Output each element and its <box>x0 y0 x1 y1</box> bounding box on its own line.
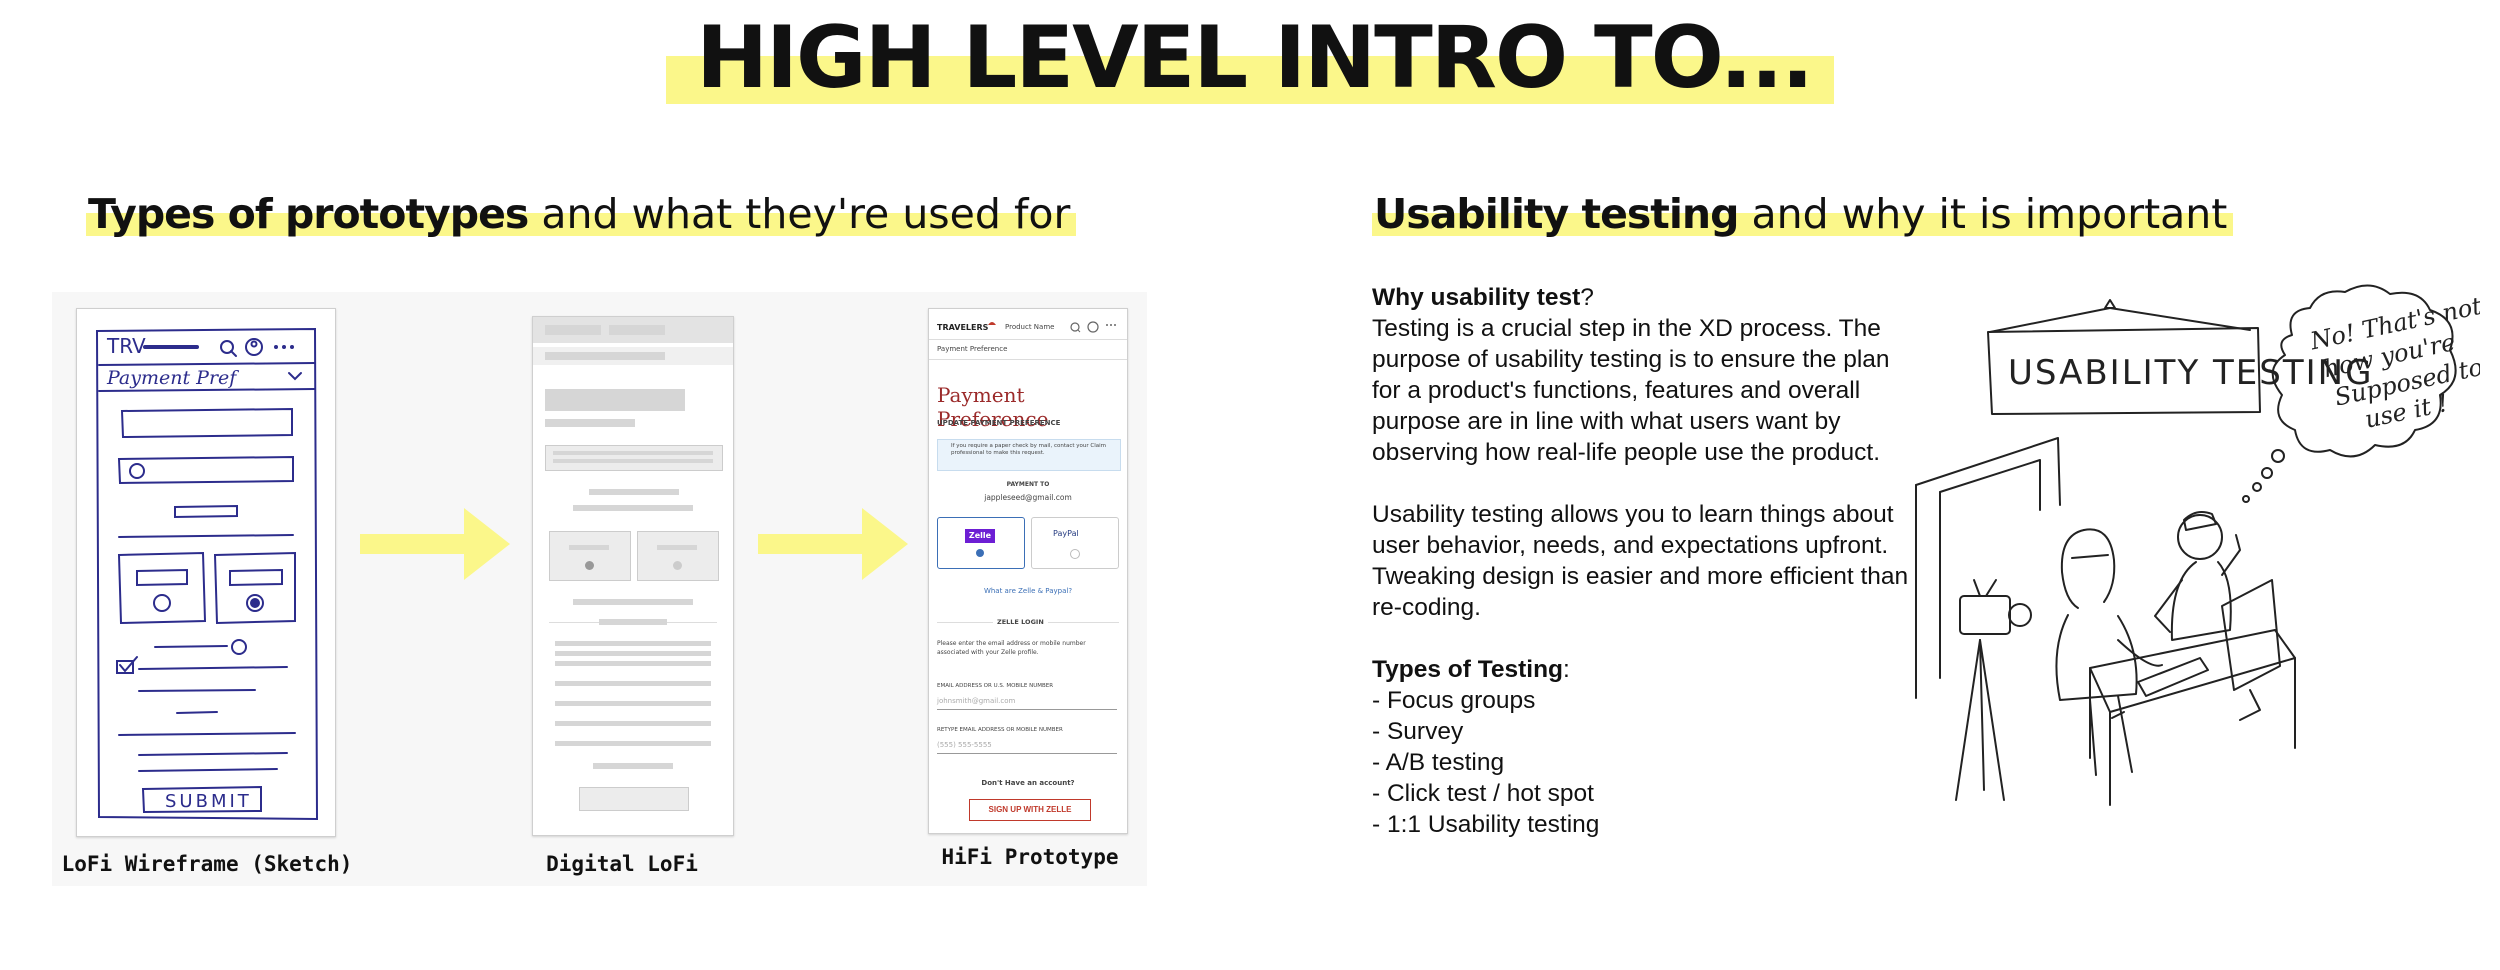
umbrella-icon <box>988 322 996 325</box>
label-hifi: HiFi Prototype <box>941 845 1119 869</box>
header-icons <box>1070 321 1116 333</box>
types-list-item: - Survey <box>1372 718 1464 745</box>
usability-body: Why usability test? Testing is a crucial… <box>1372 282 1912 840</box>
prototypes-heading: Types of prototypes and what they're use… <box>86 190 1077 238</box>
hifi-link: What are Zelle & Paypal? <box>983 587 1073 595</box>
types-list-item: - Focus groups <box>1372 687 1536 714</box>
page-title: HIGH LEVEL INTRO TO... <box>0 8 2500 108</box>
hifi-section: ZELLE LOGIN <box>993 618 1048 626</box>
types-heading: Types of Testing: <box>1372 656 1570 683</box>
hifi-field2-label: RETYPE EMAIL ADDRESS OR MOBILE NUMBER <box>937 727 1063 733</box>
types-list-item: - Click test / hot spot <box>1372 780 1594 807</box>
para-2: Usability testing allows you to learn th… <box>1372 501 1909 621</box>
hifi-brand: TRAVELERS <box>937 323 989 332</box>
hifi-field2: (555) 555-5555 <box>937 741 992 749</box>
sketch-drawing: TRV Payment Pref SUBMIT <box>95 327 319 821</box>
hifi-menu: Product Name <box>1005 323 1055 331</box>
digital-lofi-wireframe <box>532 316 734 836</box>
hifi-no-account: Don't Have an account? <box>981 779 1075 787</box>
arrow-right-icon <box>360 508 510 580</box>
arrow-right-icon <box>758 508 908 580</box>
hifi-dropdown: Payment Preference <box>937 345 1008 353</box>
hifi-payment-to-label: PAYMENT TO <box>1006 481 1050 488</box>
why-heading: Why usability test? <box>1372 284 1594 311</box>
hifi-payment-to-value: jappleseed@gmail.com <box>984 493 1072 502</box>
hifi-subtitle: UPDATE PAYMENT PREFERENCE <box>937 419 1061 427</box>
para-1: Testing is a crucial step in the XD proc… <box>1372 315 1890 466</box>
sign-text: USABILITY TESTING <box>2008 353 2373 393</box>
signup-zelle-button: SIGN UP WITH ZELLE <box>969 799 1091 821</box>
paypal-logo: PayPal <box>1053 529 1079 538</box>
hifi-title: Payment Preference <box>937 383 1049 431</box>
label-digital-lofi: Digital LoFi <box>546 852 698 876</box>
types-list-item: - 1:1 Usability testing <box>1372 811 1600 838</box>
hifi-notice: If you require a paper check by mail, co… <box>951 443 1107 456</box>
hifi-field1-label: EMAIL ADDRESS OR U.S. MOBILE NUMBER <box>937 683 1054 689</box>
usability-testing-illustration: USABILITY TESTING No! That's not how you… <box>1915 284 2480 806</box>
svg-text:TRV: TRV <box>106 334 146 358</box>
label-sketch: LoFi Wireframe (Sketch) <box>61 852 353 876</box>
svg-text:No! That's not how you're: No! That's not how you're Supposed to us… <box>2307 290 2480 441</box>
types-list-item: - A/B testing <box>1372 749 1505 776</box>
hifi-field1: johnsmith@gmail.com <box>937 697 1016 705</box>
usability-heading: Usability testing and why it is importan… <box>1372 190 2234 238</box>
hifi-prototype: TRAVELERS Product Name Payment Preferenc… <box>928 308 1128 834</box>
sketch-wireframe: TRV Payment Pref SUBMIT <box>76 308 336 837</box>
zelle-logo: Zelle <box>965 529 995 543</box>
hifi-instructions: Please enter the email address or mobile… <box>937 640 1086 656</box>
svg-text:Payment Pref: Payment Pref <box>106 367 239 389</box>
prototypes-figure: TRV Payment Pref SUBMIT <box>52 292 1147 886</box>
svg-text:SUBMIT: SUBMIT <box>165 791 252 812</box>
